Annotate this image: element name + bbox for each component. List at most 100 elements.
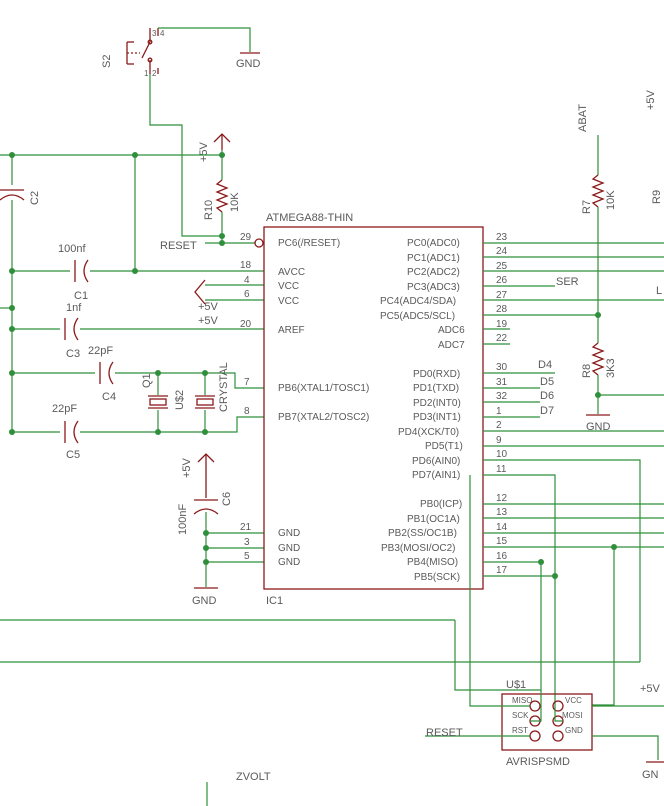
ic-right-pin-num: 28 bbox=[496, 304, 508, 315]
ic-right-pin-label: PB3(MOSI/OC2) bbox=[381, 543, 455, 554]
u2-label: U$2 bbox=[174, 390, 186, 410]
ic-right-pin-num: 19 bbox=[496, 319, 508, 330]
ic-right-pin-label: PC3(ADC3) bbox=[407, 282, 460, 293]
ic-left-pin-label: GND bbox=[278, 557, 300, 568]
capacitor-c1[interactable] bbox=[74, 259, 89, 283]
resistor-r8[interactable] bbox=[591, 342, 605, 376]
ic-left-pin-num: 21 bbox=[240, 522, 252, 533]
ic-right-pin-label: PD7(AIN1) bbox=[412, 470, 460, 481]
ic-left-pin-label: VCC bbox=[278, 281, 299, 292]
ic-right-pin-label: ADC6 bbox=[438, 325, 465, 336]
ic-left-pin-num: 4 bbox=[244, 275, 250, 286]
crystal-label: CRYSTAL bbox=[218, 362, 230, 412]
ic-right-pin-num: 15 bbox=[496, 536, 508, 547]
ic-right-pin-num: 13 bbox=[496, 507, 508, 518]
capacitor-c5[interactable] bbox=[64, 420, 79, 444]
c1-label: C1 bbox=[74, 290, 88, 302]
ic-right-pin-label: PD4(XCK/T0) bbox=[398, 427, 459, 438]
crystal-q1[interactable] bbox=[148, 395, 168, 409]
isp-pin-rst: RST bbox=[512, 726, 528, 735]
ser-net-label: SER bbox=[556, 276, 579, 288]
c6-value: 100nF bbox=[177, 504, 189, 535]
ic-right-pin-num: 14 bbox=[496, 522, 508, 533]
ic-ref: IC1 bbox=[266, 595, 283, 607]
ic-right-pin-num: 11 bbox=[496, 464, 507, 475]
r7-label: R7 bbox=[581, 200, 593, 214]
ic-right-pin-label: PB5(SCK) bbox=[414, 572, 460, 583]
d5-net-label: D5 bbox=[540, 376, 554, 388]
ic-left-pin-num: 3 bbox=[244, 537, 250, 548]
ic-left-pin-num: 5 bbox=[244, 551, 250, 562]
c3-label: C3 bbox=[66, 348, 80, 360]
s2-pin-1: 1 bbox=[144, 69, 149, 78]
ic-left-pin-label: GND bbox=[278, 528, 300, 539]
plus5v-label-c6: +5V bbox=[181, 457, 193, 478]
isp-pin-mosi: MOSI bbox=[562, 711, 582, 720]
switch-s2[interactable] bbox=[126, 28, 159, 74]
supply-5v-r10 bbox=[213, 133, 231, 150]
ic-left-pin-label: AREF bbox=[278, 325, 305, 336]
r9-label: R9 bbox=[651, 190, 663, 204]
zvolt-net-label: ZVOLT bbox=[236, 771, 271, 783]
ic-atmega88[interactable] bbox=[254, 226, 484, 590]
ic-right-pin-label: PD5(T1) bbox=[425, 441, 463, 452]
supply-5v-vcc bbox=[194, 279, 206, 305]
capacitor-c6[interactable] bbox=[193, 499, 219, 515]
c3-value: 1nf bbox=[66, 302, 82, 314]
crystal-u2[interactable] bbox=[195, 395, 215, 409]
capacitor-c3[interactable] bbox=[64, 317, 79, 341]
isp-pin-miso: MISO bbox=[512, 696, 532, 705]
ic-right-pin-num: 22 bbox=[496, 333, 508, 344]
ic-right-pin-num: 32 bbox=[496, 391, 508, 402]
ic-right-pin-num: 1 bbox=[496, 406, 502, 417]
ic-right-pin-label: PD0(RXD) bbox=[413, 369, 460, 380]
isp-pin-sck: SCK bbox=[512, 711, 529, 720]
ic-right-pin-num: 9 bbox=[496, 435, 502, 446]
ic-right-pin-num: 16 bbox=[496, 551, 508, 562]
ic-right-pin-label: PC2(ADC2) bbox=[407, 267, 460, 278]
ic-left-pins: 29 PC6(/RESET) 18 AVCC 4 VCC 6 VCC 20 AR… bbox=[240, 232, 369, 568]
ic-left-pin-num: 8 bbox=[244, 406, 250, 417]
ic-right-pin-num: 24 bbox=[496, 246, 508, 257]
ic-right-pin-label: PD1(TXD) bbox=[413, 383, 459, 394]
d7-net-label: D7 bbox=[540, 405, 554, 417]
c4-label: C4 bbox=[102, 391, 116, 403]
ic-right-pin-label: PB4(MISO) bbox=[407, 557, 458, 568]
ic-left-pin-label: VCC bbox=[278, 296, 299, 307]
c2-label: C2 bbox=[29, 191, 41, 205]
ic-right-pin-label: PB0(ICP) bbox=[420, 499, 462, 510]
reset-net-label-isp: RESET bbox=[426, 727, 463, 739]
plus5v-label-vcc: +5V bbox=[198, 301, 219, 313]
gnd-label-isp: GN bbox=[642, 769, 659, 781]
abat-net-label: ABAT bbox=[577, 104, 589, 132]
gnd-label-c6: GND bbox=[192, 595, 217, 607]
ic-right-pin-label: PC4(ADC4/SDA) bbox=[380, 296, 456, 307]
c1-value: 100nf bbox=[58, 243, 86, 255]
ic-right-pins: 23 PC0(ADC0) 24 PC1(ADC1) 25 PC2(ADC2) 2… bbox=[380, 232, 508, 583]
ic-left-pin-num: 6 bbox=[244, 289, 250, 300]
resistor-r10[interactable] bbox=[215, 179, 229, 213]
ic-right-pin-num: 2 bbox=[496, 420, 502, 431]
ic-left-pin-label: PC6(/RESET) bbox=[278, 238, 340, 249]
ic-right-pin-label: PC5(ADC5/SCL) bbox=[380, 311, 455, 322]
plus5v-label-r10: +5V bbox=[198, 141, 210, 162]
s2-label: S2 bbox=[101, 55, 113, 68]
ic-right-pin-num: 23 bbox=[496, 232, 508, 243]
ic-right-pin-label: PD6(AIN0) bbox=[412, 456, 460, 467]
r8-value: 3K3 bbox=[605, 358, 617, 378]
isp-pin-vcc: VCC bbox=[565, 696, 582, 705]
ic-left-pin-num: 18 bbox=[240, 260, 252, 271]
ic-right-pin-label: PB2(SS/OC1B) bbox=[388, 528, 457, 539]
ic-left-pin-num: 20 bbox=[240, 319, 252, 330]
s2-pin-3: 3 bbox=[152, 29, 157, 38]
capacitor-c2[interactable] bbox=[0, 189, 25, 201]
ic-right-pin-num: 26 bbox=[496, 275, 508, 286]
d4-net-label: D4 bbox=[538, 359, 552, 371]
u1-label: U$1 bbox=[506, 679, 526, 691]
resistor-r7[interactable] bbox=[591, 174, 605, 208]
capacitor-c4[interactable] bbox=[99, 361, 114, 385]
s2-pin-2: 2 bbox=[152, 69, 157, 78]
ic-left-pin-label: GND bbox=[278, 543, 300, 554]
ic-right-pin-num: 27 bbox=[496, 290, 508, 301]
